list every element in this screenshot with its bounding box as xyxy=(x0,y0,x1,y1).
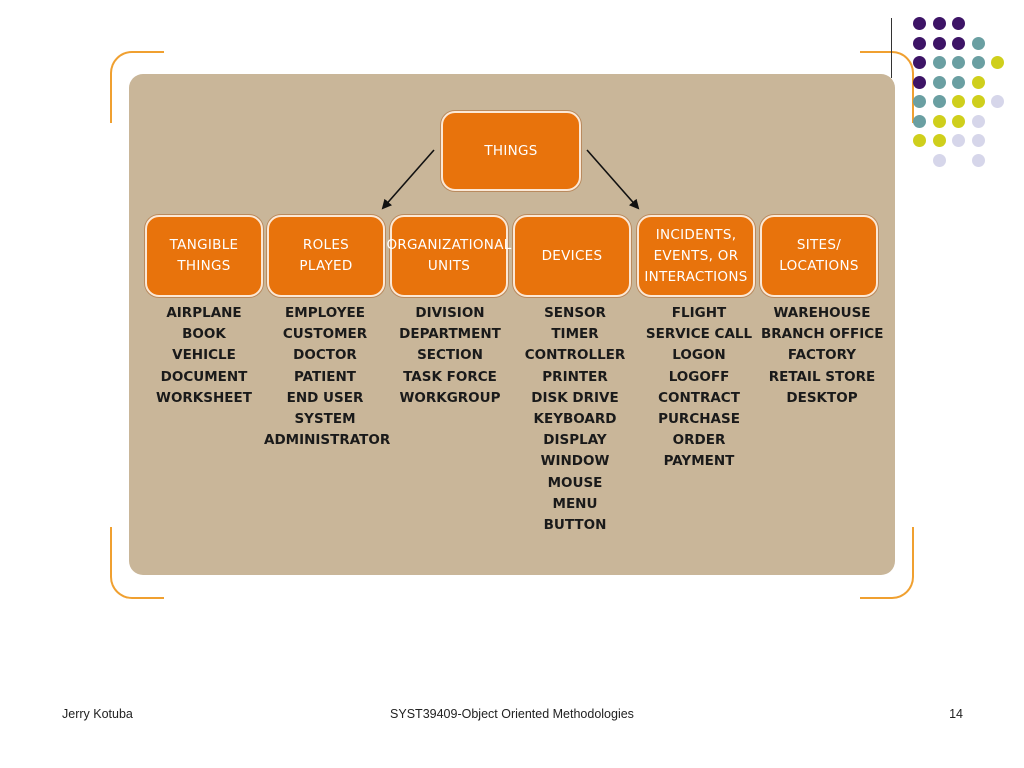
corner-bracket-top-left xyxy=(110,51,164,123)
decorative-dot xyxy=(932,114,946,128)
list-item: WINDOW xyxy=(540,453,610,470)
decorative-dot xyxy=(913,134,926,147)
root-node-things: THINGS xyxy=(441,111,581,191)
decorative-dot xyxy=(991,95,1004,108)
decorative-dot xyxy=(932,95,946,108)
footer-course-title: SYST39409-Object Oriented Methodologies xyxy=(390,707,634,721)
list-item: TIMER xyxy=(551,326,599,343)
list-item: DOCTOR xyxy=(293,347,357,364)
list-item: FLIGHT xyxy=(671,305,727,321)
category-box-incidents-events-interactions: INCIDENTS, EVENTS, OR INTERACTIONS xyxy=(637,215,755,297)
item-list-organizational-units: DIVISION DEPARTMENT SECTION TASK FORCE WORKG… xyxy=(389,303,511,409)
list-item: BOOK xyxy=(182,326,226,343)
list-item: KEYBOARD xyxy=(533,411,617,428)
decorative-dot xyxy=(971,153,985,167)
corner-bracket-top-right xyxy=(860,51,914,123)
decorative-dot xyxy=(913,95,926,108)
list-item: RETAIL STORE xyxy=(768,368,876,385)
decorative-dot xyxy=(932,134,946,147)
item-list-incidents-events-interactions: FLIGHT SERVICE CALL LOGON LOGOFF CONTRACT PUR… xyxy=(638,303,760,473)
list-item: SENSOR xyxy=(544,305,606,321)
list-item: FACTORY xyxy=(787,347,857,364)
list-item: LOGOFF xyxy=(668,368,730,385)
list-item: MENU xyxy=(552,495,598,512)
list-item: ORDER xyxy=(672,432,726,449)
decorative-dot xyxy=(952,17,965,30)
list-item: ADMINISTRATOR xyxy=(264,432,391,449)
arrow-left xyxy=(381,149,435,210)
decorative-dot xyxy=(932,36,946,50)
list-item: CUSTOMER xyxy=(282,326,368,343)
item-list-sites-locations: WAREHOUSE BRANCH OFFICE FACTORY RETAIL STOR… xyxy=(761,303,883,409)
category-box-tangible-things: TANGIBLE THINGS xyxy=(145,215,263,297)
list-item: MOUSE xyxy=(547,474,603,491)
list-item: LOGON xyxy=(672,347,726,364)
decorative-dot xyxy=(932,56,946,69)
list-item: WORKSHEET xyxy=(156,389,252,406)
list-item: PRINTER xyxy=(542,368,608,385)
corner-bracket-bottom-right xyxy=(860,527,914,599)
list-item: DEPARTMENT xyxy=(399,326,501,343)
footer-page-number: 14 xyxy=(949,707,963,721)
list-item: SYSTEM xyxy=(294,411,356,428)
list-item: PAYMENT xyxy=(663,453,735,470)
decorative-dot xyxy=(971,134,985,147)
list-item: DOCUMENT xyxy=(160,368,248,385)
decorative-vertical-line xyxy=(891,18,892,78)
list-item: BUTTON xyxy=(543,517,607,534)
decorative-dot xyxy=(971,75,985,89)
list-item: END USER xyxy=(286,389,364,406)
decorative-dot xyxy=(971,56,985,69)
arrow-right xyxy=(586,149,640,210)
list-item: VEHICLE xyxy=(172,347,236,364)
decorative-dot xyxy=(952,114,965,128)
decorative-dot xyxy=(932,153,946,167)
decorative-dot xyxy=(932,75,946,89)
category-box-sites-locations: SITES/ LOCATIONS xyxy=(760,215,878,297)
decorative-dot xyxy=(971,95,985,108)
item-list-tangible-things: AIRPLANE BOOK VEHICLE DOCUMENT WORKSHEET xyxy=(143,303,265,409)
decorative-dot xyxy=(952,56,965,69)
list-item: CONTRACT xyxy=(658,389,740,406)
list-item: DISPLAY xyxy=(543,432,607,449)
corner-bracket-bottom-left xyxy=(110,527,164,599)
list-item: CONTROLLER xyxy=(524,347,626,364)
decorative-dot xyxy=(913,75,926,89)
item-list-devices: SENSOR TIMER CONTROLLER PRINTER DISK DRIVE KE… xyxy=(514,303,636,536)
list-item: SERVICE CALL xyxy=(645,326,753,343)
list-item: DISK DRIVE xyxy=(531,389,619,406)
category-box-roles-played: ROLES PLAYED xyxy=(267,215,385,297)
list-item: SECTION xyxy=(417,347,483,364)
list-item: AIRPLANE xyxy=(166,305,242,321)
list-item: WAREHOUSE xyxy=(773,305,871,321)
list-item: PATIENT xyxy=(293,368,356,385)
decorative-dot xyxy=(932,17,946,30)
decorative-dot xyxy=(913,36,926,50)
decorative-dot xyxy=(991,56,1004,69)
footer-author: Jerry Kotuba xyxy=(62,707,133,721)
decorative-dot xyxy=(913,17,926,30)
decorative-dot xyxy=(913,56,926,69)
decorative-dot xyxy=(952,95,965,108)
list-item: WORKGROUP xyxy=(399,389,501,406)
category-box-organizational-units: ORGANIZATIONAL UNITS xyxy=(386,215,511,297)
decorative-dot xyxy=(952,134,965,147)
decorative-dot xyxy=(971,114,985,128)
list-item: DIVISION xyxy=(415,305,485,321)
list-item: PURCHASE xyxy=(658,411,740,428)
decorative-dot xyxy=(971,36,985,50)
list-item: BRANCH OFFICE xyxy=(761,326,884,343)
list-item: EMPLOYEE xyxy=(285,305,365,321)
decorative-dot xyxy=(913,114,926,128)
decorative-dot xyxy=(952,75,965,89)
category-box-devices: DEVICES xyxy=(513,215,631,297)
decorative-dot xyxy=(952,36,965,50)
list-item: TASK FORCE xyxy=(403,368,497,385)
list-item: DESKTOP xyxy=(786,389,858,406)
item-list-roles-played: EMPLOYEE CUSTOMER DOCTOR PATIENT END USER SYS… xyxy=(264,303,391,451)
